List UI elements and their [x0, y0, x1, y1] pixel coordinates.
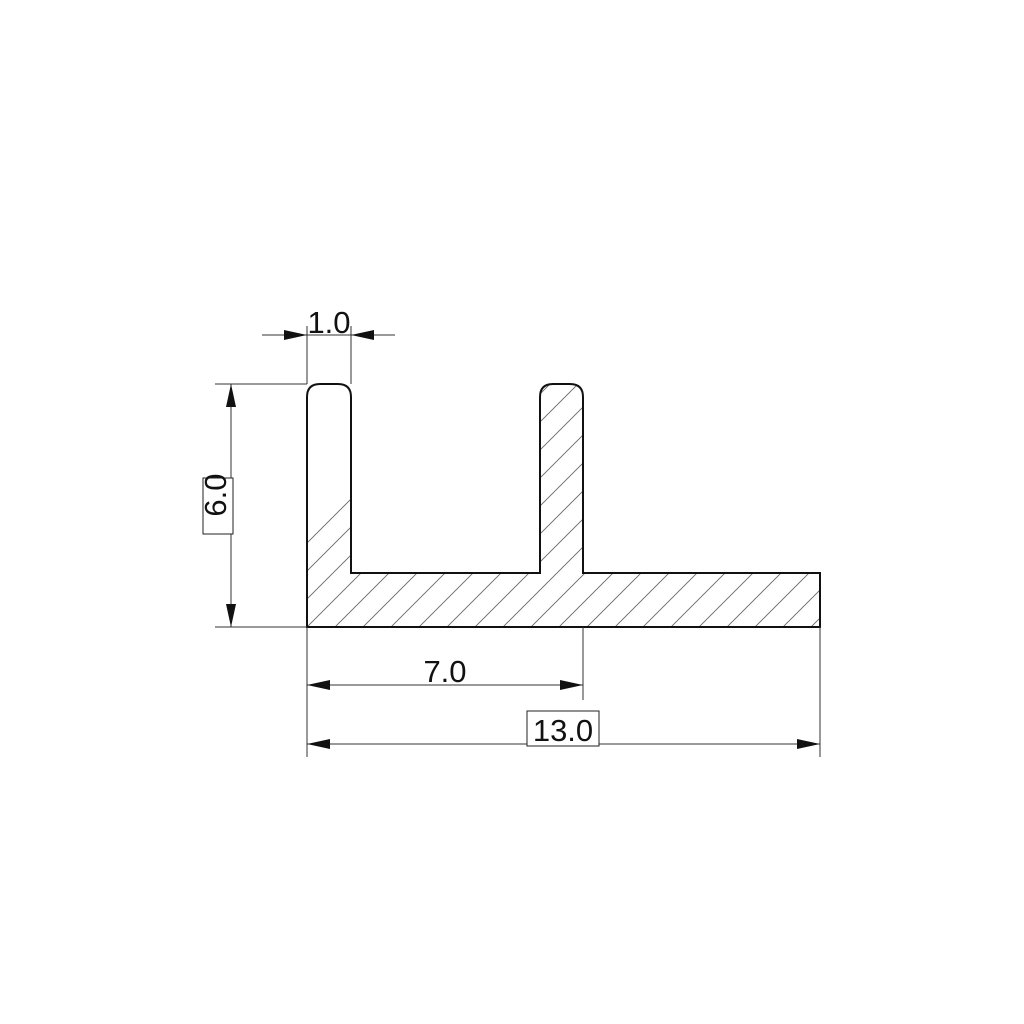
- hatch-line: [345, 384, 707, 627]
- dimension-label-box: [202, 477, 234, 535]
- hatch-line: [765, 384, 820, 627]
- hatch-line: [625, 384, 820, 627]
- hatch-line: [307, 384, 567, 627]
- dimension-height: 6.0: [198, 383, 307, 628]
- arrowhead: [226, 384, 236, 407]
- arrowhead: [284, 330, 307, 340]
- hatch-line: [850, 340, 1024, 700]
- dimension-overall-width: 13.0: [306, 627, 821, 757]
- hatch-line: [962, 340, 1024, 700]
- hatch-line: [990, 340, 1024, 700]
- hatch-pattern: [307, 340, 1024, 700]
- hatch-line: [709, 384, 820, 627]
- hatch-line: [737, 384, 820, 627]
- hatch-line: [317, 384, 679, 627]
- dimension-wall-thickness: 1.0: [262, 305, 395, 384]
- hatch-line: [681, 384, 820, 627]
- hatch-line: [307, 384, 651, 627]
- hatch-line: [934, 340, 1024, 700]
- dimension-label-overall-width: 13.0: [533, 713, 593, 748]
- arrowhead: [351, 330, 374, 340]
- arrowhead: [226, 604, 236, 627]
- arrowhead: [307, 680, 330, 690]
- hatch-line: [653, 384, 820, 627]
- hatch-line: [597, 384, 820, 627]
- hatch-line: [822, 340, 1024, 700]
- hatch-line: [541, 384, 820, 627]
- hatch-line: [373, 384, 735, 627]
- dimension-inner-offset: 7.0: [306, 627, 584, 700]
- hatch-line: [906, 340, 1024, 700]
- dimension-label-height: 6.0: [198, 473, 233, 516]
- hatch-line: [429, 384, 791, 627]
- hatch-line: [793, 384, 820, 627]
- hatch-line: [569, 384, 820, 627]
- profile-outline: [306, 383, 821, 628]
- arrowhead: [560, 680, 583, 690]
- dimension-label-box: [526, 710, 600, 747]
- dimension-label-inner-offset: 7.0: [423, 654, 466, 689]
- hatch-line: [1018, 340, 1024, 700]
- arrowhead: [307, 739, 330, 749]
- hatch-line: [457, 384, 819, 627]
- dimension-label-wall-thickness: 1.0: [307, 305, 350, 340]
- hatch-line: [307, 384, 623, 627]
- hatch-line: [878, 340, 1024, 700]
- arrowhead: [797, 739, 820, 749]
